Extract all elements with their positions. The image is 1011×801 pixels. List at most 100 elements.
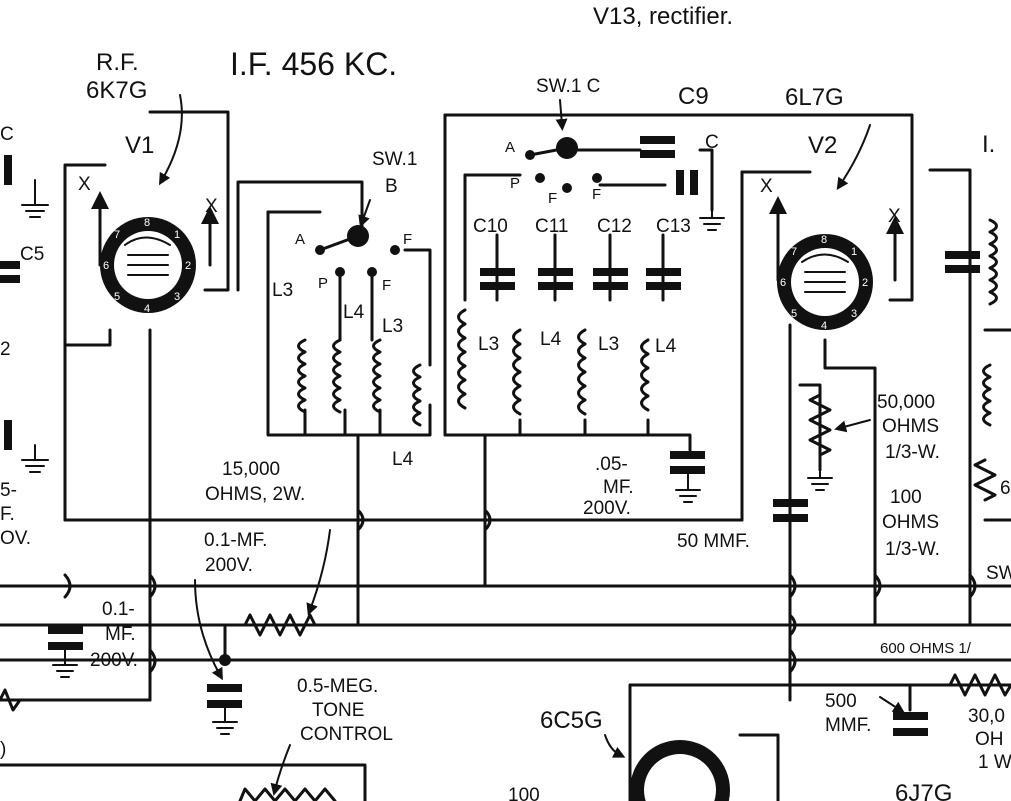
crossover-mark [788, 573, 797, 599]
tone-control-value: 0.5-MEG. [297, 676, 378, 697]
resistor-50000 [808, 393, 832, 457]
capacitor-trimmers [0, 136, 980, 450]
capacitor-c5-label: C5 [20, 244, 44, 265]
crossover-mark [356, 508, 365, 532]
pin-number: 6 [780, 277, 786, 289]
pin-number: 8 [144, 217, 150, 229]
crossover-mark [968, 573, 977, 599]
tone-control-label: TONE [312, 700, 364, 721]
crossover-mark [483, 508, 492, 532]
edge-fragment: ) [0, 739, 6, 760]
pin-number: 7 [791, 246, 797, 258]
coil-l3-label: L3 [478, 334, 499, 355]
pointer-arrows [158, 94, 906, 796]
switch-pos-f: F [382, 277, 391, 294]
coil-l3-b [372, 338, 382, 414]
v4-type-label: 6J7G [895, 780, 952, 801]
resistor-100 [973, 458, 997, 502]
tube-v3 [630, 740, 730, 801]
resistor-left [0, 688, 22, 712]
resistor-30000-rating: 1 W [978, 752, 1011, 773]
coil-if-right-b [982, 363, 992, 427]
switch-pos-f: F [548, 190, 557, 207]
capacitor-01mf-left-value: 0.1- [102, 599, 135, 620]
v1-function-label: R.F. [96, 49, 139, 76]
resistor-30000-unit: OH [975, 729, 1004, 750]
capacitor-05mf-unit: MF. [603, 477, 634, 498]
coil-l4-a [332, 338, 342, 414]
crossover-mark [148, 573, 157, 599]
tube-v1 [91, 191, 219, 313]
tone-control-label: CONTROL [300, 724, 393, 745]
pin-number: 3 [174, 291, 180, 303]
edge-fragment: 2 [0, 339, 11, 360]
sw1c-label: SW.1 C [536, 76, 600, 97]
coil-if-right-a [988, 218, 998, 306]
coils [297, 218, 998, 427]
wire-crossovers [63, 508, 977, 674]
tube-v2 [769, 196, 904, 330]
ground-symbols [21, 179, 833, 491]
capacitor-c11-label: C11 [535, 216, 568, 237]
sw1b-letter: B [385, 176, 398, 197]
switch-pos-f: F [403, 231, 412, 248]
tone-control-pot [238, 787, 337, 801]
crossover-mark [873, 573, 882, 599]
resistor-50000-unit: OHMS [882, 416, 939, 437]
crossover-mark [148, 648, 157, 674]
coil-l4-b [412, 363, 422, 427]
coil-l4-label: L4 [343, 302, 365, 323]
resistor-15000 [223, 613, 360, 637]
bottom-value-100: 100 [508, 785, 540, 801]
pin-x-mark: X [888, 206, 901, 227]
capacitor-c12-label: C12 [597, 216, 632, 237]
edge-fragment: OV. [0, 528, 31, 549]
coil-l3-label: L3 [382, 316, 403, 337]
pin-number: 7 [114, 229, 120, 241]
crossover-mark [788, 613, 797, 637]
capacitor-c13-label: C13 [656, 216, 691, 237]
pin-x-mark: X [760, 176, 773, 197]
pin-number: 5 [791, 308, 797, 320]
capacitor-c9-label: C9 [678, 83, 709, 110]
capacitor-500mmf [893, 712, 928, 736]
coil-l3-c [457, 308, 467, 410]
capacitor-c-label: C [705, 132, 719, 153]
capacitor-01mf-left [48, 626, 83, 678]
pin-number: 3 [851, 308, 857, 320]
capacitor-500mmf-value: 500 [825, 691, 857, 712]
switch-pos-f: F [592, 186, 601, 203]
pin-number: 8 [821, 234, 827, 246]
edge-fragment: F. [0, 504, 15, 525]
capacitor-05mf-value: .05- [595, 454, 628, 475]
coil-l3-a [297, 338, 307, 414]
crossover-mark [63, 573, 72, 599]
crossover-mark [788, 648, 797, 674]
capacitor-c10-label: C10 [473, 216, 508, 237]
capacitor-01mf-left-unit: MF. [105, 624, 136, 645]
edge-fragment: 6 [1000, 478, 1011, 499]
resistor-100-unit: OHMS [882, 512, 939, 533]
pin-number: 6 [103, 260, 109, 272]
coil-l3-d [577, 328, 587, 416]
edge-fragment: I. [982, 131, 995, 158]
switch-sw1b [315, 225, 400, 277]
capacitor-01mf-left-voltage: 200V. [90, 650, 138, 671]
edge-fragment: 5- [0, 480, 17, 501]
coil-l4-label: L4 [655, 336, 677, 357]
switch-pos-a: A [505, 139, 515, 156]
v3-type-label: 6C5G [540, 707, 603, 734]
pin-number: 1 [174, 229, 180, 241]
capacitor-01mf-top [207, 684, 242, 735]
coil-l4-c [512, 328, 522, 416]
pin-number: 5 [114, 291, 120, 303]
capacitor-01mf-value: 0.1-MF. [204, 530, 267, 551]
pin-x-mark: X [205, 196, 218, 217]
resistor-15000-rating: OHMS, 2W. [205, 484, 305, 505]
resistor-100-rating: 1/3-W. [885, 539, 940, 560]
resistor-30000 [948, 673, 1011, 697]
capacitor-01mf-voltage: 200V. [205, 555, 253, 576]
pin-number: 1 [851, 246, 857, 258]
